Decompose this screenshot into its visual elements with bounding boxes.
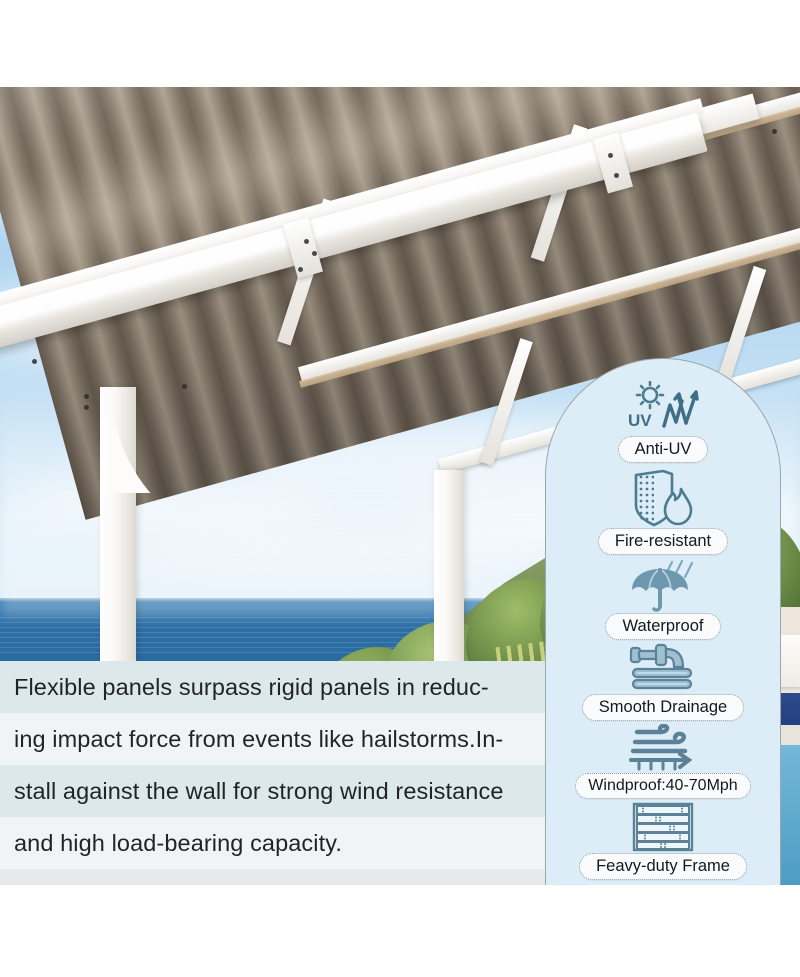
description-line: ing impact force from events like hailst… — [0, 713, 546, 765]
feature-label: Anti-UV — [617, 436, 709, 463]
bolt — [772, 129, 777, 134]
feature-item-waterproof: Waterproof — [546, 560, 780, 640]
svg-text:UV: UV — [628, 411, 652, 430]
feature-label: Feavy-duty Frame — [579, 853, 747, 880]
description-line: Flexible panels surpass rigid panels in … — [0, 661, 546, 713]
bolt — [312, 251, 317, 256]
bolt — [32, 359, 37, 364]
uv-sun-icon: UV — [626, 379, 700, 435]
shield-flame-icon — [627, 469, 699, 527]
feature-panel: UV Anti-UV — [545, 358, 781, 885]
feature-label: Windproof:40-70Mph — [575, 773, 751, 799]
description-text-block: Flexible panels surpass rigid panels in … — [0, 661, 546, 885]
feature-label: Fire-resistant — [597, 528, 729, 555]
bolt — [84, 405, 89, 410]
feature-item-heavy-duty-frame: Feavy-duty Frame — [546, 802, 780, 880]
umbrella-rain-icon — [624, 560, 702, 612]
corbel-brace — [110, 383, 200, 493]
bolt — [298, 267, 303, 272]
feature-item-windproof: Windproof:40-70Mph — [546, 724, 780, 799]
hose-faucet-icon — [627, 643, 699, 693]
feature-label: Waterproof — [605, 613, 721, 640]
bolt — [84, 394, 89, 399]
bolt — [304, 239, 309, 244]
description-line: and high load-bearing capacity. — [0, 817, 546, 869]
feature-item-anti-uv: UV Anti-UV — [546, 379, 780, 463]
feature-label: Smooth Drainage — [581, 694, 745, 721]
bolt — [182, 384, 187, 389]
stacked-frame-icon — [632, 802, 694, 852]
bolt — [614, 173, 619, 178]
feature-item-smooth-drainage: Smooth Drainage — [546, 643, 780, 721]
description-line: stall against the wall for strong wind r… — [0, 765, 546, 817]
bolt — [608, 153, 613, 158]
feature-item-fire-resistant: Fire-resistant — [546, 469, 780, 555]
wind-barrier-icon — [625, 724, 701, 772]
